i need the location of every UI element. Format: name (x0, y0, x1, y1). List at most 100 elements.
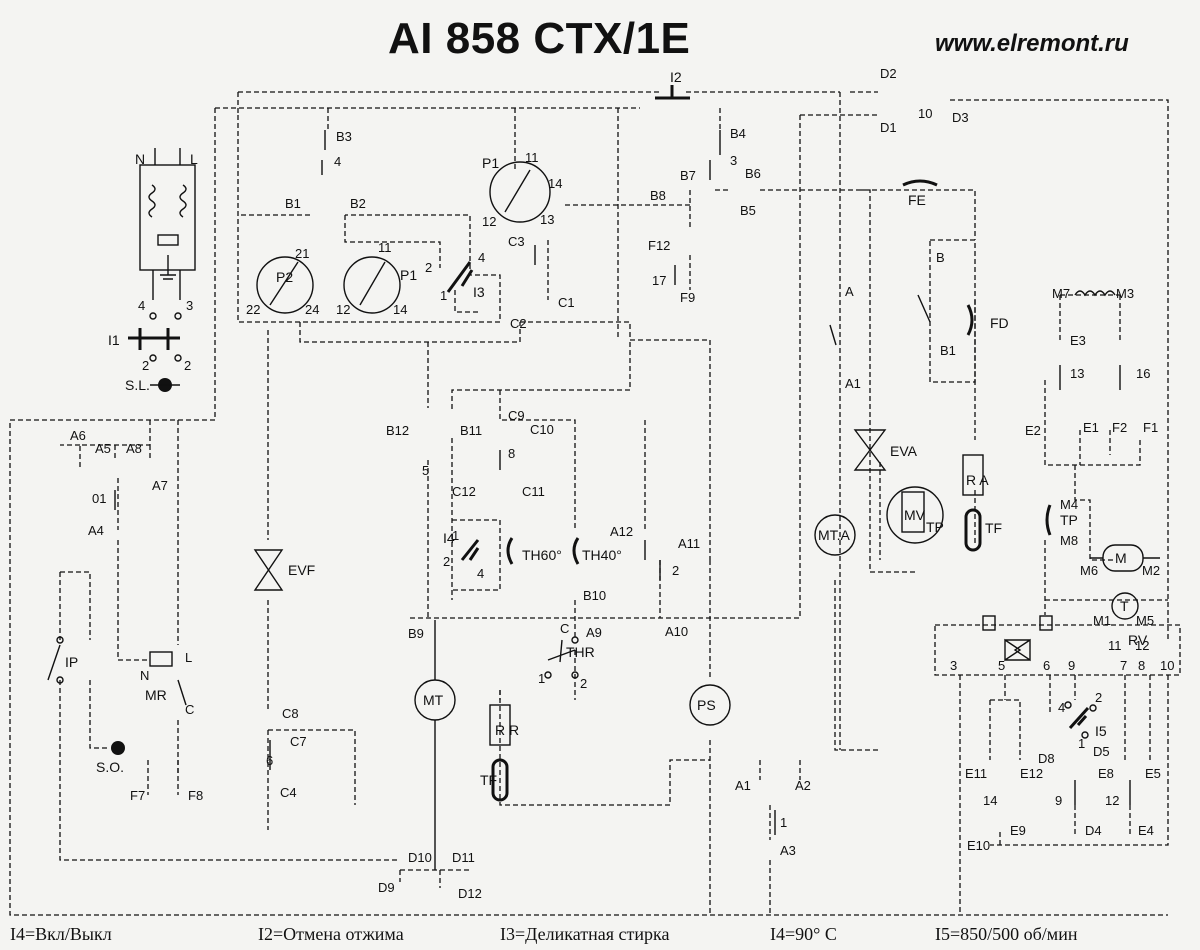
switch-i1 (128, 312, 182, 362)
motor-mt (414, 620, 456, 870)
term-E10: E10 (967, 838, 990, 853)
term-E4: E4 (1138, 823, 1154, 838)
term-A11: A11 (678, 536, 700, 551)
term-E8: E8 (1098, 766, 1114, 781)
term-B9: B9 (408, 626, 424, 641)
pin-17: 17 (652, 273, 666, 288)
heater-ra (962, 454, 984, 552)
term-B11: B11 (460, 423, 482, 438)
label-MTA: MT.A (818, 527, 851, 543)
term-E12: E12 (1020, 766, 1043, 781)
pin-2f: 2 (580, 676, 587, 691)
label-P1: P1 (482, 155, 499, 171)
term-M8: M8 (1060, 533, 1078, 548)
thermal-protector-tp (1045, 504, 1052, 536)
term-A8: A8 (126, 441, 142, 456)
terminal-labels: A6 A5 A8 A7 01 A4 F7 F8 B3 B1 B2 B4 B7 B… (70, 66, 1161, 901)
pin-1c: 1 (538, 671, 545, 686)
pin-12a: 12 (336, 302, 350, 317)
pin-11b: 11 (525, 150, 539, 165)
label-I5: I5 (1095, 723, 1107, 739)
pin-4e: 4 (1058, 700, 1065, 715)
pin-3a: 3 (186, 298, 193, 313)
pin-1d: 1 (780, 815, 787, 830)
label-TF-2: TF (985, 520, 1002, 536)
legend-i5: I5=850/500 об/мин (935, 924, 1078, 944)
term-A9: A9 (586, 625, 602, 640)
term-M2: M2 (1142, 563, 1160, 578)
label-M: M (1115, 550, 1127, 566)
term-C10: C10 (530, 422, 554, 437)
thermostat-th40 (572, 537, 580, 565)
term-C2: C2 (510, 316, 527, 331)
pin-21: 21 (295, 246, 309, 261)
pin-1a: 1 (440, 288, 447, 303)
term-C9: C9 (508, 408, 525, 423)
term-E1: E1 (1083, 420, 1099, 435)
pin-2d: 2 (443, 554, 450, 569)
label-RR: R R (495, 722, 519, 738)
thermostat-th60 (506, 537, 514, 565)
label-MR: MR (145, 687, 167, 703)
term-C7: C7 (290, 734, 307, 749)
term-B2: B2 (350, 196, 366, 211)
label-FD: FD (990, 315, 1009, 331)
term-D11: D11 (452, 850, 475, 865)
programmer-p2 (256, 256, 314, 314)
switch-i4 (460, 539, 480, 561)
label-TP-2: TP (1060, 512, 1078, 528)
label-SO: S.O. (96, 759, 124, 775)
pin-11c: 11 (1108, 638, 1122, 653)
pump-motor (1090, 544, 1160, 572)
pin-numbers: 4 3 2 2 4 21 22 24 11 12 14 2 4 1 11 14 … (138, 106, 1174, 830)
term-A2: A2 (795, 778, 811, 793)
signal-lamp-sl (150, 378, 180, 392)
term-B10: B10 (583, 588, 606, 603)
pin-2a: 2 (142, 358, 149, 373)
label-T: T (1120, 598, 1129, 614)
pin-14c: 14 (983, 793, 997, 808)
pin-4a: 4 (138, 298, 145, 313)
pin-3b: 3 (730, 153, 737, 168)
term-C4: C4 (280, 785, 297, 800)
switch-i3 (446, 261, 474, 293)
term-D12: D12 (458, 886, 482, 901)
switch-i2 (655, 85, 690, 100)
term-A4: A4 (88, 523, 104, 538)
pin-13b: 13 (1070, 366, 1084, 381)
term-D4: D4 (1085, 823, 1102, 838)
term-M1: M1 (1093, 613, 1111, 628)
pin-12c: 12 (1135, 638, 1149, 653)
term-D2: D2 (880, 66, 897, 81)
term-A12: A12 (610, 524, 633, 539)
label-IP: IP (65, 654, 78, 670)
term-B: B (936, 250, 945, 265)
pin-2c: 2 (425, 260, 432, 275)
term-M3: M3 (1116, 286, 1134, 301)
pin-12b: 12 (482, 214, 496, 229)
programmer-p1-big (489, 161, 551, 223)
pin-12d: 12 (1105, 793, 1119, 808)
label-I3: I3 (473, 284, 485, 300)
tachogenerator-t (1111, 592, 1139, 620)
mains-inlet (139, 148, 196, 300)
pin-5a: 5 (422, 463, 429, 478)
label-I4: I4 (443, 530, 455, 546)
pin-9a: 9 (1068, 658, 1075, 673)
legend-i3: I3=Деликатная стирка (500, 924, 670, 944)
term-C3: C3 (508, 234, 525, 249)
label-I2: I2 (670, 69, 682, 85)
term-F1: F1 (1143, 420, 1158, 435)
pin-2e: 2 (672, 563, 679, 578)
term-B6: B6 (745, 166, 761, 181)
term-B4: B4 (730, 126, 746, 141)
valve-evf (253, 549, 284, 591)
pin-8a: 8 (508, 446, 515, 461)
term-E3: E3 (1070, 333, 1086, 348)
schematic: N L I1 S.L. I2 I3 I4 I5 P2 P1 P1 EVF EVA… (9, 66, 1181, 916)
term-D10: D10 (408, 850, 432, 865)
term-C11: C11 (522, 484, 545, 499)
pin-11a: 11 (378, 240, 392, 255)
pin-4c: 4 (478, 250, 485, 265)
label-TH60: TH60° (522, 547, 562, 563)
